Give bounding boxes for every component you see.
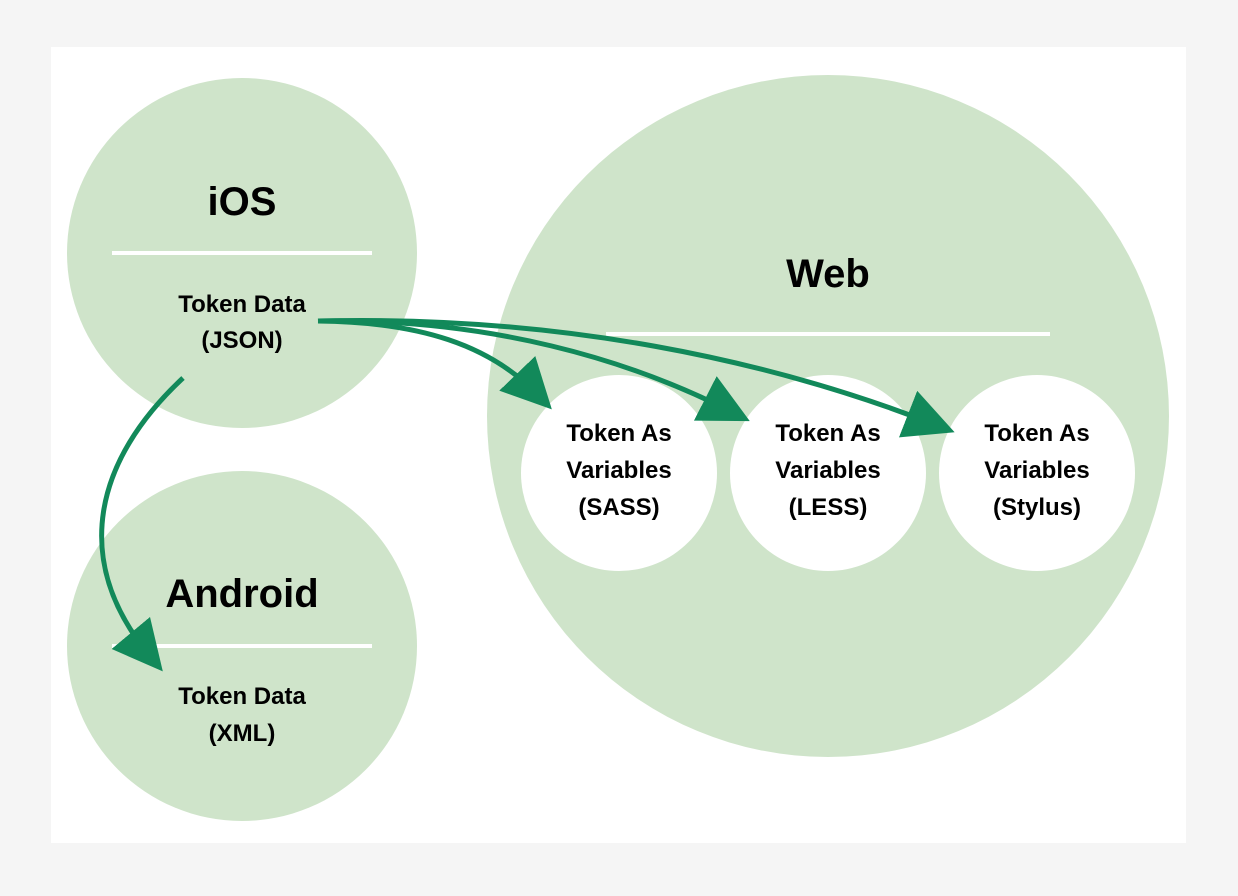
web-output-sass-circle	[521, 375, 717, 571]
web-output-less-circle	[730, 375, 926, 571]
web-output-stylus: Token As Variables (Stylus)	[939, 375, 1135, 571]
web-output-sass: Token As Variables (SASS)	[521, 375, 717, 571]
android-platform: Android Token Data (XML)	[67, 471, 417, 821]
web-output-stylus-line2: Variables	[984, 457, 1089, 484]
web-output-sass-line2: Variables	[566, 457, 671, 484]
ios-platform: iOS Token Data (JSON)	[67, 78, 417, 428]
web-output-stylus-circle	[939, 375, 1135, 571]
web-platform: Web Token As Variables (SASS) Token As V…	[487, 75, 1169, 757]
ios-token-data-line1: Token Data	[178, 291, 306, 318]
ios-token-data-line2: (JSON)	[201, 327, 282, 354]
web-output-less: Token As Variables (LESS)	[730, 375, 926, 571]
connection-arrows	[99, 318, 955, 672]
web-output-sass-line3: (SASS)	[578, 494, 659, 521]
ios-title: iOS	[208, 180, 277, 224]
android-token-data-line2: (XML)	[209, 720, 276, 747]
arrow-ios-to-android	[99, 376, 185, 672]
android-token-data: Token Data (XML)	[178, 683, 306, 747]
arrow-ios-to-stylus	[317, 318, 955, 438]
web-output-stylus-line3: (Stylus)	[993, 494, 1081, 521]
android-token-data-line1: Token Data	[178, 683, 306, 710]
web-output-less-line2: Variables	[775, 457, 880, 484]
web-output-sass-line1: Token As	[566, 420, 671, 447]
android-title: Android	[165, 572, 318, 616]
ios-token-data: Token Data (JSON)	[178, 291, 306, 354]
web-output-less-line1: Token As	[775, 420, 880, 447]
web-title: Web	[786, 252, 870, 296]
web-output-less-line3: (LESS)	[789, 494, 868, 521]
web-output-stylus-line1: Token As	[984, 420, 1089, 447]
